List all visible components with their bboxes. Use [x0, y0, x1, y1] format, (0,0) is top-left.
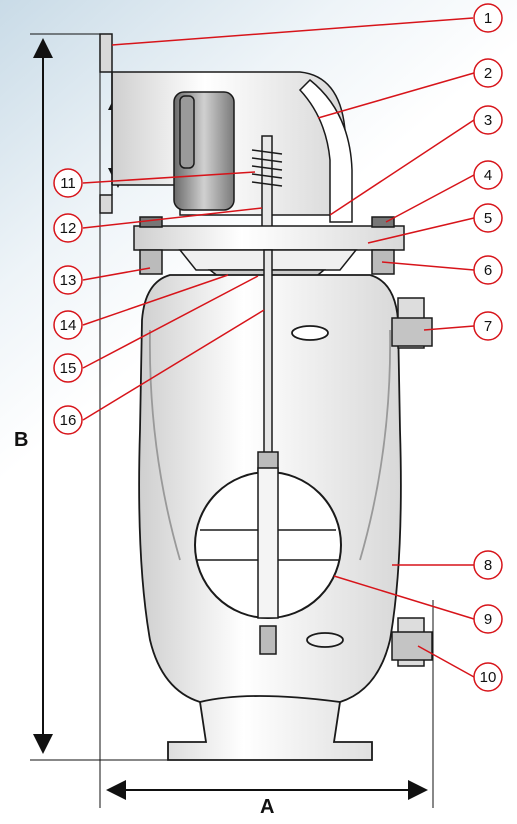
callout-13: 13	[53, 265, 83, 295]
callout-label: 12	[60, 220, 77, 237]
callout-label: 6	[484, 262, 492, 279]
callout-10: 10	[473, 662, 503, 692]
callout-label: 8	[484, 557, 492, 574]
dimension-label-b: B	[14, 429, 28, 451]
float-assembly	[194, 249, 342, 655]
callout-11: 11	[53, 168, 83, 198]
leader-lines	[82, 17, 475, 678]
dimension-b	[30, 33, 190, 761]
outlet-elbow	[99, 33, 353, 223]
callout-9: 9	[473, 604, 503, 634]
callout-label: 3	[484, 112, 492, 129]
callout-label: 10	[480, 669, 497, 686]
callout-2: 2	[473, 58, 503, 88]
dimension-a	[99, 34, 434, 808]
callout-label: 16	[60, 412, 77, 429]
callout-4: 4	[473, 160, 503, 190]
callout-1: 1	[473, 3, 503, 33]
callout-5: 5	[473, 203, 503, 233]
callout-label: 11	[60, 175, 76, 192]
callout-label: 2	[484, 65, 492, 82]
callout-8: 8	[473, 550, 503, 580]
callout-14: 14	[53, 310, 83, 340]
callout-label: 4	[484, 167, 492, 184]
callouts: 1 2 3 4 5 6 7 8	[53, 3, 503, 692]
callout-3: 3	[473, 105, 503, 135]
callout-7: 7	[473, 311, 503, 341]
callout-12: 12	[53, 213, 83, 243]
callout-label: 13	[60, 272, 77, 289]
callout-label: 7	[484, 318, 492, 335]
dimension-label-a: A	[260, 796, 274, 818]
callout-label: 15	[60, 360, 77, 377]
callout-6: 6	[473, 255, 503, 285]
side-ports	[391, 297, 433, 667]
callout-label: 5	[484, 210, 492, 227]
callout-16: 16	[53, 405, 83, 435]
callout-label: 14	[60, 317, 77, 334]
callout-label: 1	[484, 10, 492, 27]
callout-15: 15	[53, 353, 83, 383]
callout-label: 9	[484, 611, 492, 628]
